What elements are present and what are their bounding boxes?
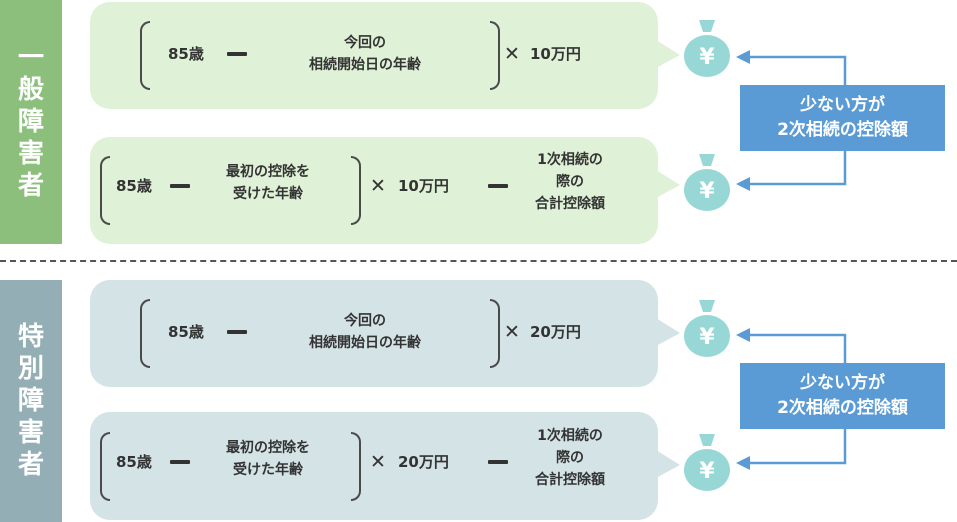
- first-deduction-age-term: 最初の控除を 受けた年齢: [226, 440, 310, 478]
- tab-char: 障: [17, 107, 44, 137]
- minus-sign: [488, 460, 508, 464]
- tab-char: 特: [17, 322, 44, 352]
- open-bracket: [140, 299, 150, 368]
- times-sign: ✕: [370, 451, 386, 473]
- result-box: 少ない方が 2次相続の控除額: [740, 85, 945, 151]
- tab-char: 者: [17, 450, 44, 480]
- svg-text:¥: ¥: [699, 459, 715, 484]
- open-bracket: [100, 432, 110, 501]
- current-age-term: 今回の 相続開始日の年齢: [309, 35, 421, 73]
- formula-b-bubble: 85歳 最初の控除を 受けた年齢 ✕ 10万円 1次相続の 際の 合計控除額: [90, 137, 658, 244]
- formula-a-bubble: 85歳 今回の 相続開始日の年齢 ✕ 10万円: [90, 2, 658, 109]
- tab-char: 害: [17, 139, 44, 169]
- first-inheritance-total-term: 1次相続の 際の 合計控除額: [535, 152, 605, 212]
- result-box: 少ない方が 2次相続の控除額: [740, 363, 945, 429]
- svg-text:¥: ¥: [699, 179, 715, 204]
- multiplier: 10万円: [398, 177, 449, 195]
- times-sign: ✕: [504, 43, 520, 65]
- age-85: 85歳: [116, 453, 152, 471]
- age-85: 85歳: [116, 177, 152, 195]
- tab-char: 別: [17, 354, 44, 384]
- first-inheritance-total-term: 1次相続の 際の 合計控除額: [535, 428, 605, 488]
- formula-b-bubble: 85歳 最初の控除を 受けた年齢 ✕ 20万円 1次相続の 際の 合計控除額: [90, 412, 658, 520]
- bubble-tail: [656, 170, 680, 198]
- times-sign: ✕: [504, 321, 520, 343]
- money-bag-icon: ¥: [684, 154, 730, 211]
- first-deduction-age-term: 最初の控除を 受けた年齢: [226, 164, 310, 202]
- age-85: 85歳: [168, 45, 204, 63]
- tab-char: 般: [17, 75, 44, 105]
- svg-text:¥: ¥: [699, 325, 715, 350]
- minus-sign: [170, 184, 190, 188]
- multiplier: 10万円: [530, 45, 581, 63]
- tab-char: 害: [17, 418, 44, 448]
- minus-sign: [170, 460, 190, 464]
- open-bracket: [140, 21, 150, 90]
- age-85: 85歳: [168, 323, 204, 341]
- money-bag-icon: ¥: [684, 434, 730, 491]
- money-bag-icon: ¥: [684, 20, 730, 77]
- bubble-tail: [656, 318, 680, 346]
- minus-sign: [227, 330, 247, 334]
- open-bracket: [100, 156, 110, 225]
- money-bag-icon: ¥: [684, 300, 730, 357]
- minus-sign: [227, 52, 247, 56]
- bubble-tail: [656, 40, 680, 68]
- special-disability-tab: 特 別 障 害 者: [0, 280, 62, 522]
- bubble-tail: [656, 450, 680, 478]
- minus-sign: [488, 184, 508, 188]
- current-age-term: 今回の 相続開始日の年齢: [309, 313, 421, 351]
- general-disability-tab: 一 般 障 害 者: [0, 0, 62, 244]
- multiplier: 20万円: [530, 323, 581, 341]
- multiplier: 20万円: [398, 453, 449, 471]
- formula-a-bubble: 85歳 今回の 相続開始日の年齢 ✕ 20万円: [90, 280, 658, 387]
- section-divider: [0, 260, 957, 262]
- tab-char: 一: [17, 43, 44, 73]
- times-sign: ✕: [370, 175, 386, 197]
- tab-char: 障: [17, 386, 44, 416]
- tab-char: 者: [17, 171, 44, 201]
- svg-text:¥: ¥: [699, 45, 715, 70]
